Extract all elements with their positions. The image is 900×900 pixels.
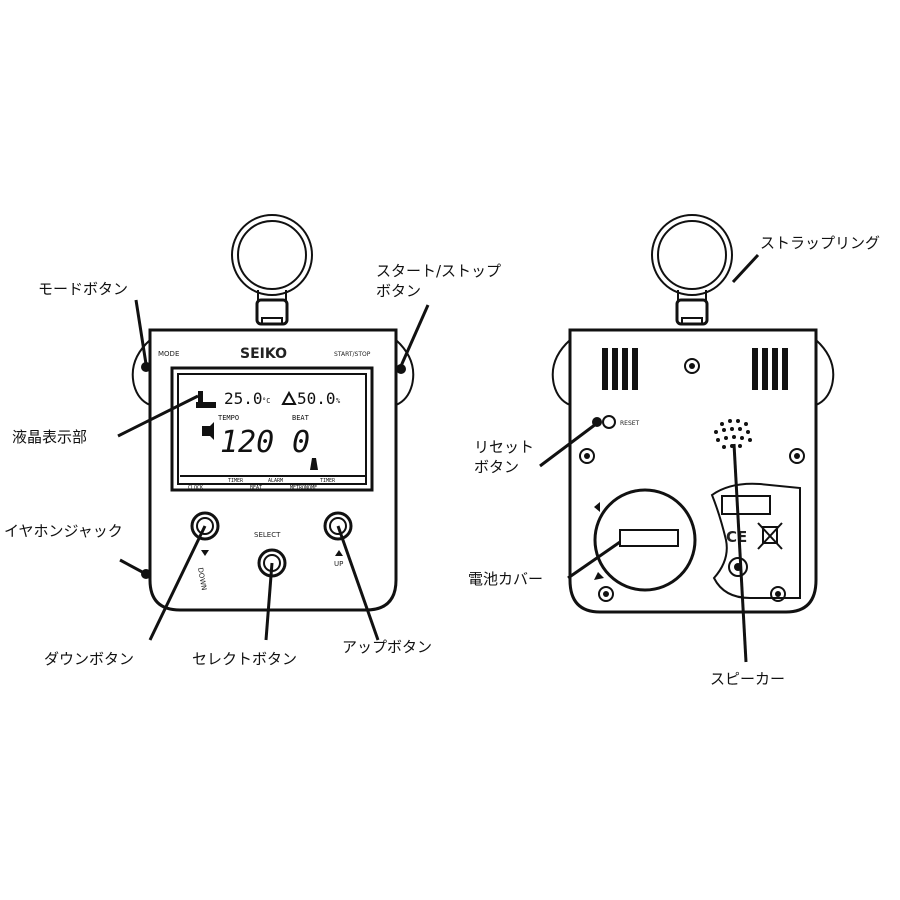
- leader-start-stop: [399, 304, 430, 367]
- compliance-panel: CE: [710, 482, 801, 599]
- lcd-tempo-value: 120: [220, 425, 274, 460]
- lcd-mode-metronome: METRONOME: [290, 485, 317, 491]
- down-arrow-icon: [201, 550, 209, 556]
- humidity-icon: [281, 390, 297, 405]
- front-view: MODE SEIKO START/STOP 25.0 °C 50.0 % TEM…: [4, 214, 501, 668]
- start-stop-text: START/STOP: [334, 351, 371, 358]
- battery-open-arrow-icon: [594, 502, 600, 512]
- vent-right: [752, 348, 788, 390]
- label-earphone-jack: イヤホンジャック: [4, 522, 123, 540]
- label-start-stop-2: ボタン: [376, 282, 421, 300]
- brand-logo: SEIKO: [240, 346, 287, 362]
- lcd-temperature: 25.0: [224, 389, 263, 408]
- lcd-screen: [170, 366, 374, 492]
- lcd-mode-timer2: TIMER: [320, 478, 336, 484]
- label-lcd: 液晶表示部: [12, 428, 87, 446]
- label-reset-2: ボタン: [474, 458, 519, 476]
- metronome-icon: [310, 458, 318, 470]
- reset-text: RESET: [620, 420, 640, 427]
- label-mode-button: モードボタン: [38, 280, 128, 298]
- battery-close-arrow-icon: [594, 572, 604, 580]
- ce-mark: CE: [726, 528, 747, 546]
- leader-strap-ring: [731, 253, 760, 284]
- lcd-mode-clock: CLOCK: [188, 485, 203, 491]
- back-strap-ring: [651, 214, 733, 296]
- leader-reset: [539, 422, 597, 468]
- lcd-temperature-unit: °C: [262, 397, 270, 405]
- front-strap-ring: [231, 214, 313, 296]
- screw-bottom-left: [598, 586, 614, 602]
- label-reset-1: リセット: [474, 438, 534, 456]
- leader-speaker: [732, 443, 748, 663]
- start-stop-button-side[interactable]: [396, 364, 406, 374]
- leader-select: [264, 562, 274, 641]
- label-speaker: スピーカー: [710, 670, 785, 688]
- leader-up: [336, 525, 380, 641]
- label-battery-cover: 電池カバー: [468, 570, 543, 588]
- up-text: UP: [334, 560, 343, 568]
- label-up-button: アップボタン: [342, 638, 432, 656]
- leader-battery-cover: [567, 540, 621, 580]
- select-text: SELECT: [254, 531, 281, 539]
- speaker-grille: [714, 419, 752, 449]
- leader-mode: [134, 299, 148, 365]
- mode-button-side[interactable]: [141, 362, 151, 372]
- recycle-icon: [728, 557, 748, 577]
- leader-earphone: [119, 558, 147, 576]
- down-button[interactable]: [190, 511, 220, 541]
- weee-bin-icon: [757, 522, 783, 550]
- lcd-tempo-label: TEMPO: [218, 414, 239, 422]
- label-strap-ring: ストラップリング: [760, 234, 880, 252]
- lcd-humidity: 50.0: [297, 389, 336, 408]
- mode-text: MODE: [158, 350, 179, 358]
- speaker-volume-icon: [202, 422, 214, 440]
- screw-top: [684, 358, 700, 374]
- lcd-beat-value: 0: [292, 425, 310, 460]
- up-arrow-icon: [335, 550, 343, 556]
- lcd-mode-beat: BEAT: [250, 485, 262, 491]
- label-start-stop-1: スタート/ストップ: [376, 262, 501, 280]
- screw-bottom-right: [770, 586, 786, 602]
- lcd-mode-alarm: ALARM: [268, 478, 283, 484]
- lcd-beat-label: BEAT: [292, 414, 310, 422]
- back-view: RESET CE: [468, 214, 880, 688]
- label-down-button: ダウンボタン: [44, 650, 134, 668]
- lcd-humidity-unit: %: [336, 397, 341, 405]
- down-text: DOWN: [196, 567, 208, 591]
- leader-lcd: [117, 394, 199, 438]
- battery-cover: [593, 488, 697, 592]
- thermometer-icon: [198, 391, 203, 403]
- leader-down: [148, 525, 207, 641]
- label-select-button: セレクトボタン: [192, 650, 297, 668]
- screw-right: [789, 448, 805, 464]
- vent-left: [602, 348, 638, 390]
- lcd-mode-timer1: TIMER: [228, 478, 244, 484]
- screw-left: [579, 448, 595, 464]
